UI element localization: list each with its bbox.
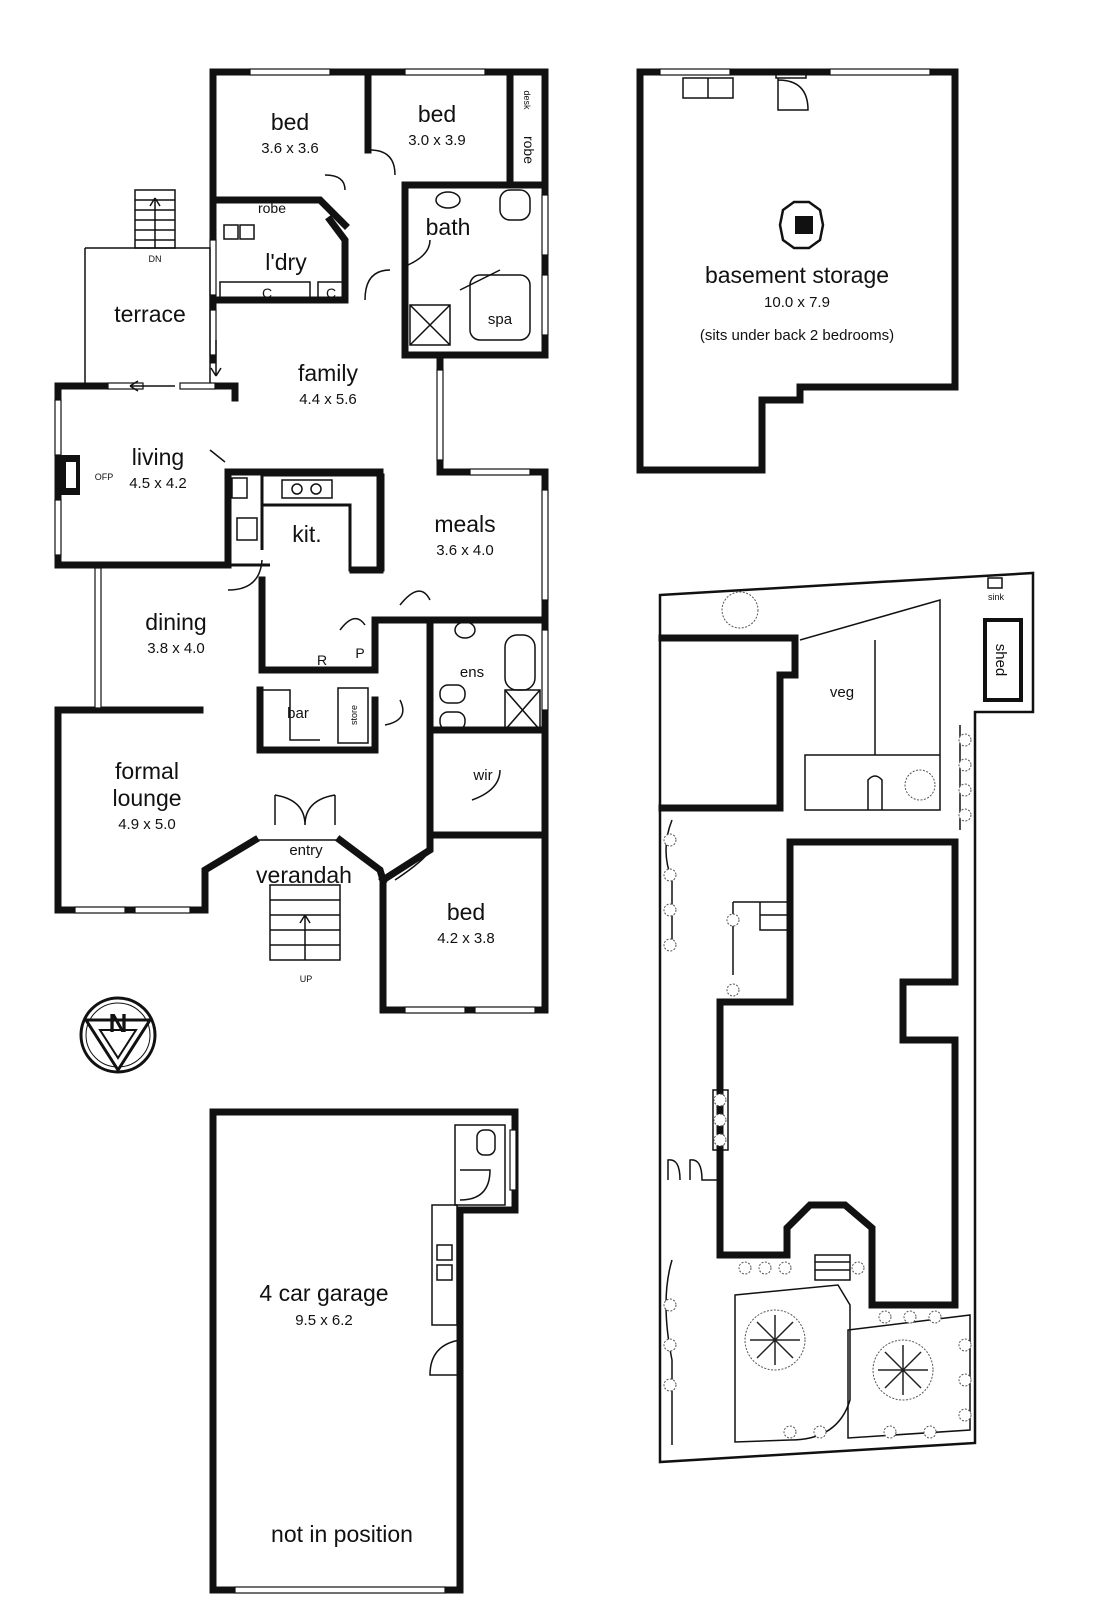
kitchen-label: kit.	[292, 521, 321, 547]
formal-lounge-dim: 4.9 x 5.0	[118, 816, 176, 833]
laundry-label: l'dry	[265, 249, 307, 275]
verandah-label: verandah	[256, 862, 352, 888]
bed1-dim: 3.6 x 3.6	[261, 140, 319, 157]
compass-icon: N	[79, 996, 157, 1074]
robe-side-label: robe	[521, 136, 537, 164]
main-labels: bed 3.6 x 3.6 bed 3.0 x 3.9 desk robe ro…	[95, 90, 537, 984]
garage-plan: 4 car garage 9.5 x 6.2 not in position	[209, 1108, 519, 1594]
cupboard-label-1: C	[262, 285, 272, 301]
garage-note: not in position	[271, 1521, 413, 1547]
living-dim: 4.5 x 4.2	[129, 475, 187, 492]
bed3-dim: 4.2 x 3.8	[437, 930, 495, 947]
entry-label: entry	[289, 842, 323, 859]
garage-label: 4 car garage	[259, 1280, 388, 1306]
stair-down-label: DN	[149, 254, 162, 264]
bed2-label: bed	[418, 101, 456, 127]
meals-label: meals	[434, 511, 495, 537]
garage-dim: 9.5 x 6.2	[295, 1312, 353, 1329]
terrace-label: terrace	[114, 301, 186, 327]
bed2-dim: 3.0 x 3.9	[408, 132, 466, 149]
store-label: store	[349, 705, 359, 725]
site-plan: veg sink shed	[658, 571, 1035, 1464]
family-dim: 4.4 x 5.6	[299, 391, 357, 408]
robe-label: robe	[258, 200, 286, 216]
veg-label: veg	[830, 684, 854, 701]
basement-dim: 10.0 x 7.9	[764, 294, 830, 311]
living-label: living	[132, 444, 184, 470]
cupboard-label-2: C	[326, 285, 336, 301]
bar-label: bar	[287, 705, 309, 722]
basement-label: basement storage	[705, 262, 889, 288]
basement-plan: basement storage 10.0 x 7.9 (sits under …	[636, 68, 959, 474]
stair-up-label: UP	[300, 974, 313, 984]
ensuite-label: ens	[460, 664, 484, 681]
dining-label: dining	[145, 609, 206, 635]
basement-note: (sits under back 2 bedrooms)	[700, 327, 894, 344]
bed3-label: bed	[447, 899, 485, 925]
formal-lounge-label-2: lounge	[112, 785, 181, 811]
bath-label: bath	[426, 214, 471, 240]
shed-label: shed	[992, 644, 1009, 677]
formal-lounge-label-1: formal	[115, 758, 179, 784]
family-label: family	[298, 360, 359, 386]
pantry-label: P	[355, 645, 364, 661]
fireplace-label: OFP	[95, 472, 114, 482]
compass-label: N	[109, 1008, 128, 1038]
wir-label: wir	[472, 767, 492, 784]
bed1-label: bed	[271, 109, 309, 135]
meals-dim: 3.6 x 4.0	[436, 542, 494, 559]
main-house	[54, 68, 549, 1014]
dining-dim: 3.8 x 4.0	[147, 640, 205, 657]
sink-label: sink	[988, 592, 1005, 602]
desk-label: desk	[522, 90, 532, 110]
spa-label: spa	[488, 311, 513, 328]
fridge-label: R	[317, 652, 327, 668]
